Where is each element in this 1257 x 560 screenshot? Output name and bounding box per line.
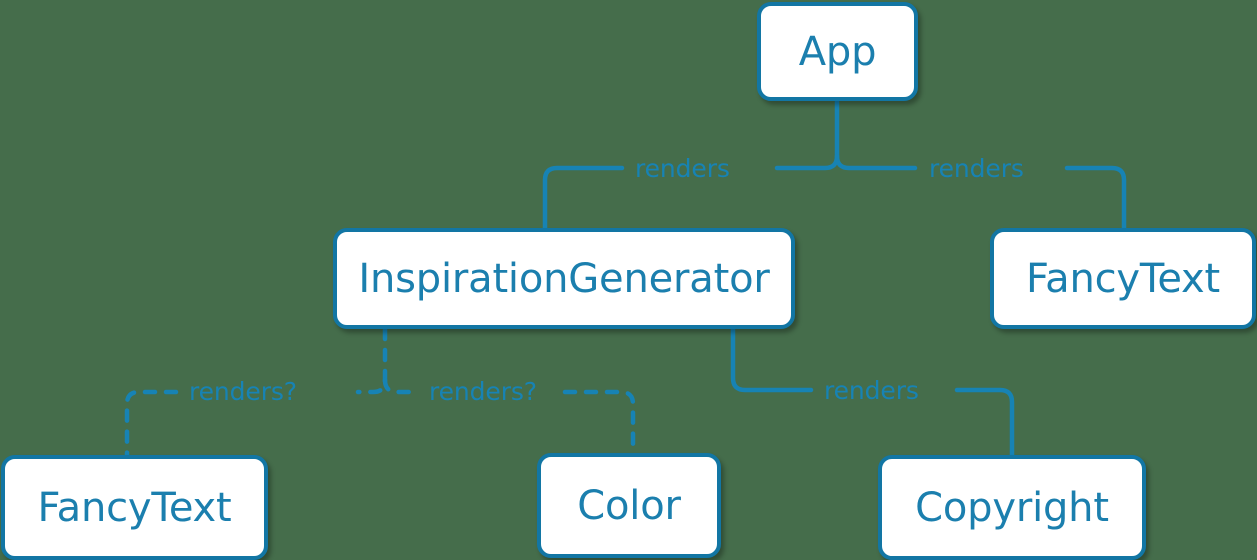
node-inspiration-generator-label: InspirationGenerator [358, 255, 770, 302]
edge-label-app-to-fancytext: renders [929, 154, 1024, 183]
edge-app-stem [834, 98, 918, 171]
edge-label-inspiration-to-copyright: renders [824, 376, 919, 405]
edge-inspiration-dashed-stem-right [382, 377, 415, 395]
node-copyright-label: Copyright [915, 484, 1109, 531]
edge-app-stem-left [774, 153, 840, 171]
edge-label-app-to-inspiration: renders [635, 154, 730, 183]
edge-inspiration-to-copyright [730, 326, 814, 393]
node-fancytext-bottom-label: FancyText [37, 484, 232, 531]
edge-label-inspiration-to-fancytext: renders? [189, 377, 297, 406]
node-fancytext-top[interactable]: FancyText [990, 228, 1256, 329]
edge-app-to-fancytext [1064, 165, 1127, 231]
edge-renders-to-copyright [954, 387, 1015, 458]
edge-inspiration-dashed-stem [355, 326, 388, 395]
node-copyright[interactable]: Copyright [878, 455, 1146, 560]
edge-dashed-to-color [562, 389, 636, 456]
node-app[interactable]: App [757, 2, 918, 101]
node-color[interactable]: Color [537, 453, 721, 558]
node-fancytext-top-label: FancyText [1026, 255, 1220, 302]
node-fancytext-bottom[interactable]: FancyText [1, 455, 268, 560]
edge-dashed-to-fancytext-bot [124, 389, 179, 458]
node-app-label: App [798, 28, 877, 75]
node-color-label: Color [577, 482, 681, 529]
node-inspiration-generator[interactable]: InspirationGenerator [333, 228, 795, 329]
edge-label-inspiration-to-color: renders? [429, 377, 537, 406]
edge-app-to-inspiration [542, 165, 625, 231]
